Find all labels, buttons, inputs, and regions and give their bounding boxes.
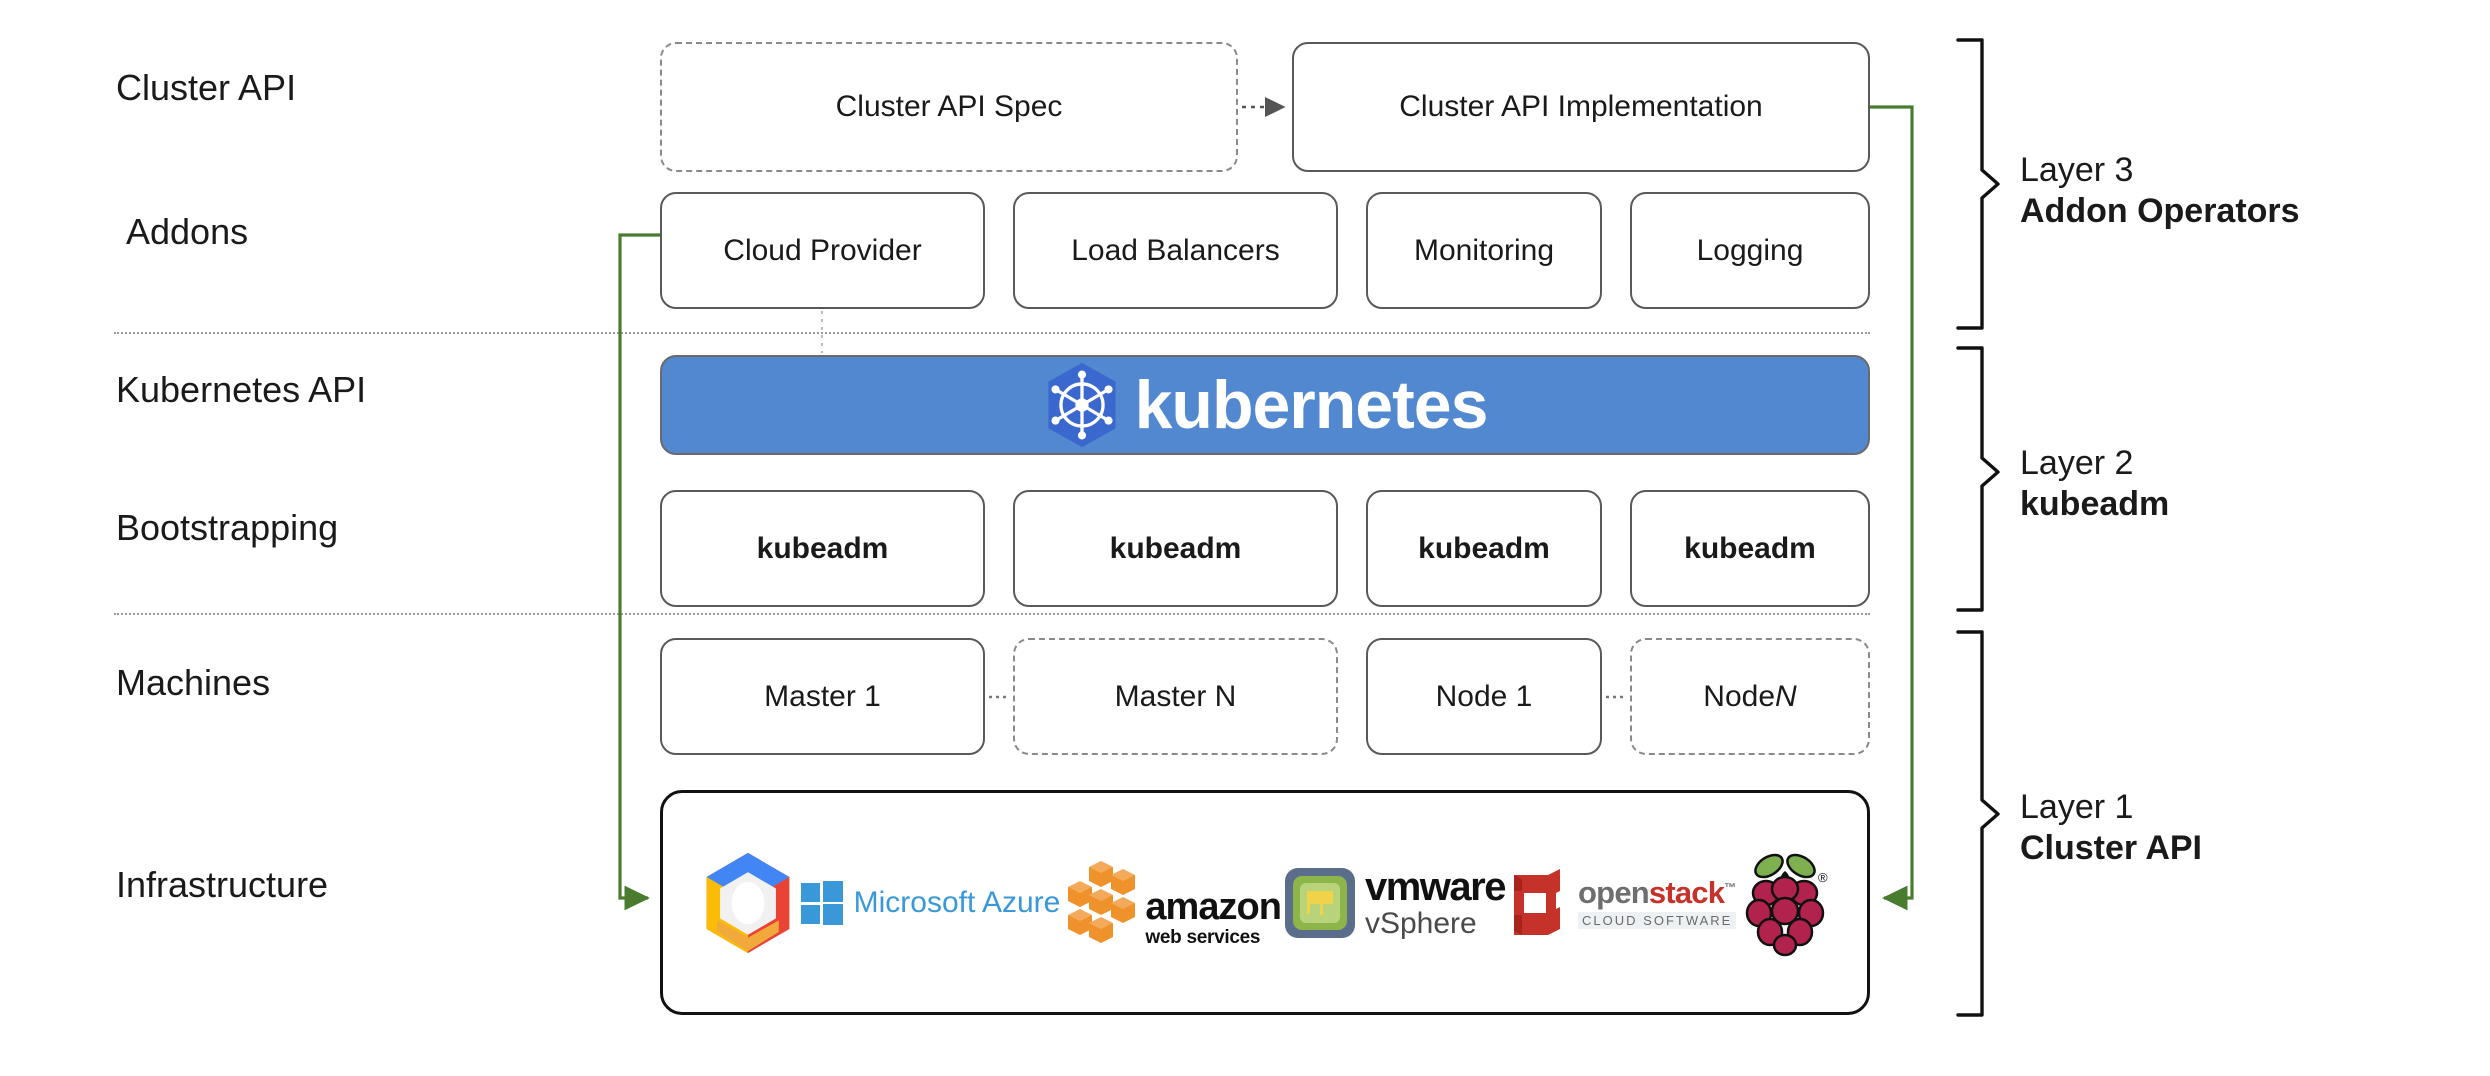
band-separator-lower <box>114 613 1870 615</box>
openstack-open-label: open <box>1578 874 1650 910</box>
aws-amazon-label: amazon <box>1145 885 1281 928</box>
row-label-kubernetes-api: Kubernetes API <box>116 369 367 410</box>
logo-amazon-web-services: amazon web services <box>1063 859 1282 948</box>
row-label-cluster-api: Cluster API <box>116 67 297 108</box>
box-cloud-provider[interactable]: Cloud Provider <box>660 192 985 309</box>
box-kubeadm-1[interactable]: kubeadm <box>660 490 985 607</box>
logo-microsoft-azure: Microsoft Azure <box>800 880 1061 925</box>
row-label-infrastructure: Infrastructure <box>116 864 329 905</box>
vmware-label: vmware <box>1364 864 1506 909</box>
logo-openstack: openstack™ CLOUD SOFTWARE <box>1508 867 1737 939</box>
vsphere-label: vSphere <box>1364 906 1477 940</box>
layer-2-subtitle: kubeadm <box>2020 485 2170 524</box>
box-master-1[interactable]: Master 1 <box>660 638 985 755</box>
layer-2-label: Layer 2 kubeadm <box>2020 443 2169 526</box>
box-node-n[interactable]: Node N <box>1630 638 1870 755</box>
box-monitoring[interactable]: Monitoring <box>1366 192 1602 309</box>
openstack-stack-label: stack <box>1648 874 1725 910</box>
bracket-layer-1 <box>1956 630 2000 1017</box>
box-node-n-prefix: Node <box>1703 679 1776 713</box>
box-kubeadm-3[interactable]: kubeadm <box>1366 490 1602 607</box>
row-label-bootstrapping: Bootstrapping <box>116 507 339 548</box>
layer-3-subtitle: Addon Operators <box>2020 192 2300 231</box>
kubernetes-helm-wheel-icon <box>1048 362 1116 448</box>
layer-3-title: Layer 3 <box>2020 151 2134 189</box>
svg-text:®: ® <box>1818 870 1828 885</box>
microsoft-windows-icon <box>800 880 843 925</box>
layer-1-subtitle: Cluster API <box>2020 829 2203 868</box>
box-node-1[interactable]: Node 1 <box>1366 638 1602 755</box>
connector-implementation-to-infrastructure <box>1870 105 1914 911</box>
openstack-icon <box>1514 868 1561 935</box>
box-logging[interactable]: Logging <box>1630 192 1870 309</box>
band-separator-upper <box>114 332 1870 334</box>
google-cloud-logo <box>706 852 789 953</box>
bracket-layer-2 <box>1956 346 2000 612</box>
logo-google-cloud <box>699 851 797 955</box>
raspberry-pi-icon: ® <box>1746 853 1828 956</box>
box-node-n-index: N <box>1775 679 1797 713</box>
layer-2-title: Layer 2 <box>2020 444 2134 482</box>
box-kubeadm-2[interactable]: kubeadm <box>1013 490 1338 607</box>
row-label-addons: Addons <box>126 211 249 252</box>
bracket-layer-3 <box>1956 38 2000 330</box>
kubernetes-banner: kubernetes <box>660 355 1870 455</box>
layer-3-label: Layer 3 Addon Operators <box>2020 150 2300 233</box>
box-load-balancers[interactable]: Load Balancers <box>1013 192 1338 309</box>
layer-1-title: Layer 1 <box>2020 788 2134 826</box>
row-label-machines: Machines <box>116 662 271 703</box>
openstack-tagline: CLOUD SOFTWARE <box>1578 911 1737 929</box>
logo-vmware-vsphere: vmware vSphere <box>1284 864 1506 940</box>
aws-web-services-label: web services <box>1145 926 1261 948</box>
box-kubeadm-4[interactable]: kubeadm <box>1630 490 1870 607</box>
box-master-n[interactable]: Master N <box>1013 638 1338 755</box>
kubernetes-wordmark: kubernetes <box>1134 367 1489 443</box>
vsphere-icon <box>1284 867 1355 938</box>
box-cluster-api-implementation[interactable]: Cluster API Implementation <box>1292 42 1870 172</box>
layer-1-label: Layer 1 Cluster API <box>2020 787 2202 870</box>
connector-cloud-provider-to-infrastructure <box>618 233 660 911</box>
microsoft-azure-label: Microsoft Azure <box>853 885 1061 919</box>
logo-raspberry-pi: ® <box>1739 849 1831 957</box>
aws-cubes-icon <box>1068 860 1136 943</box>
openstack-wordmark: openstack™ <box>1578 874 1736 910</box>
box-cluster-api-spec[interactable]: Cluster API Spec <box>660 42 1238 172</box>
infrastructure-container: Microsoft Azure <box>660 790 1870 1015</box>
